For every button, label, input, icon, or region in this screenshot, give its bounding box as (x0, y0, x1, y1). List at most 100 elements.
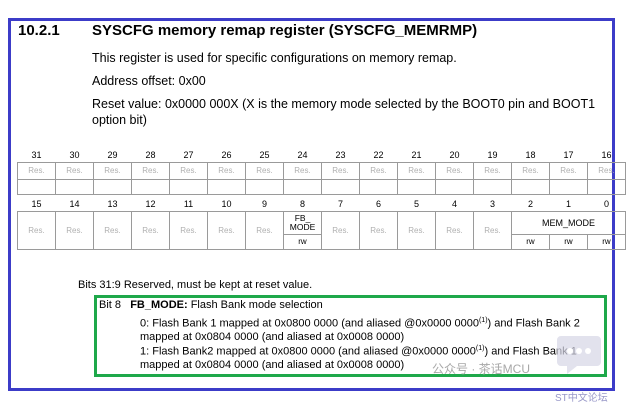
bit-number: 6 (375, 199, 381, 209)
reserved-field: Res. (473, 162, 512, 180)
reserved-field: Res. (169, 211, 208, 250)
mem-mode-field: MEM_MODE (511, 211, 626, 235)
forum-footer-mark: ST中文论坛 (555, 393, 608, 404)
bit-number: 14 (69, 199, 80, 209)
fb-mode-label-bottom: MODE (289, 222, 316, 232)
fb-mode-option-1-line1: 1: Flash Bank2 mapped at 0x0800 0000 (an… (140, 345, 577, 358)
bit-number: 28 (145, 150, 156, 160)
lower-bit-number-row: 15 14 13 12 11 10 9 8 7 6 5 4 3 2 1 0 (18, 197, 626, 212)
register-upper-table: 31 30 29 28 27 26 25 24 23 22 21 20 19 1… (17, 148, 626, 195)
access-fb-mode: rw (283, 234, 322, 250)
access-cell (587, 179, 626, 195)
upper-bit-number-row: 31 30 29 28 27 26 25 24 23 22 21 20 19 1… (18, 148, 626, 163)
bit8-label: Bit 8 (99, 299, 122, 311)
register-lower-table: 15 14 13 12 11 10 9 8 7 6 5 4 3 2 1 0 Re… (17, 197, 626, 250)
reserved-field: Res. (473, 211, 512, 250)
section-number: 10.2.1 (18, 22, 60, 39)
access-mem-mode-0: rw (587, 234, 626, 250)
reserved-field: Res. (55, 162, 94, 180)
access-cell (511, 179, 550, 195)
reserved-field: Res. (435, 162, 474, 180)
bit-number: 24 (297, 150, 308, 160)
reserved-field: Res. (511, 162, 550, 180)
reserved-field: Res. (321, 162, 360, 180)
bit8-heading: Bit 8 FB_MODE: Flash Bank mode selection (99, 299, 323, 311)
access-cell (397, 179, 436, 195)
access-cell (473, 179, 512, 195)
reserved-field: Res. (93, 162, 132, 180)
access-cell (93, 179, 132, 195)
access-cell (169, 179, 208, 195)
fb-mode-summary: Flash Bank mode selection (187, 299, 323, 311)
reserved-field: Res. (359, 211, 398, 250)
reserved-field: Res. (587, 162, 626, 180)
option-1-text-end: ) and Flash Bank 1 (484, 345, 577, 358)
fb-mode-option-1-line2: mapped at 0x0804 0000 (and aliased at 0x… (140, 359, 405, 371)
fb-mode-option-0-line1: 0: Flash Bank 1 mapped at 0x0800 0000 (a… (140, 317, 580, 330)
access-cell (245, 179, 284, 195)
reserved-field: Res. (17, 162, 56, 180)
bit-number: 29 (107, 150, 118, 160)
bit-number: 8 (299, 199, 305, 209)
reserved-field: Res. (55, 211, 94, 250)
bit-number: 27 (183, 150, 194, 160)
option-0-text: 0: Flash Bank 1 mapped at 0x0800 0000 (a… (140, 317, 479, 330)
reserved-field: Res. (245, 162, 284, 180)
reserved-field: Res. (435, 211, 474, 250)
fb-mode-name: FB_MODE: (130, 299, 188, 311)
lower-field-row: Res. Res. Res. Res. Res. Res. Res. FB_MO… (17, 211, 626, 250)
upper-access-row (17, 179, 626, 195)
reserved-field: Res. (283, 162, 322, 180)
bit-number: 18 (525, 150, 536, 160)
reserved-field: Res. (169, 162, 208, 180)
reserved-field: Res. (397, 211, 436, 250)
bit-number: 26 (221, 150, 232, 160)
watermark-text: 公众号 · 茶话MCU (432, 362, 530, 376)
bit-number: 19 (487, 150, 498, 160)
bit-number: 12 (145, 199, 156, 209)
access-mem-mode-1: rw (549, 234, 588, 250)
bit-number: 15 (31, 199, 42, 209)
bit-number: 22 (373, 150, 384, 160)
footnote-ref: (1) (478, 317, 488, 324)
upper-field-row: Res. Res. Res. Res. Res. Res. Res. Res. … (17, 162, 626, 180)
bit-number: 4 (451, 199, 457, 209)
access-mem-mode-2: rw (511, 234, 550, 250)
bit-number: 16 (601, 150, 612, 160)
reserved-field: Res. (359, 162, 398, 180)
highlight-frame-fb-mode (94, 295, 607, 377)
fb-mode-field: FB_MODE (283, 211, 322, 235)
reserved-field: Res. (131, 211, 170, 250)
bit-number: 25 (259, 150, 270, 160)
bit-number: 9 (261, 199, 267, 209)
forum-watermark-icon (557, 336, 601, 374)
bit-number: 30 (69, 150, 80, 160)
bit-number: 2 (527, 199, 533, 209)
page-title: SYSCFG memory remap register (SYSCFG_MEM… (92, 22, 478, 39)
register-description: This register is used for specific confi… (92, 51, 457, 65)
address-offset: Address offset: 0x00 (92, 74, 206, 88)
reserved-field: Res. (397, 162, 436, 180)
lower-access-row: rw rw rw rw (18, 234, 626, 250)
reserved-field: Res. (321, 211, 360, 250)
reserved-field: Res. (93, 211, 132, 250)
reserved-field: Res. (245, 211, 284, 250)
reset-value-line1: Reset value: 0x0000 000X (X is the memor… (92, 97, 596, 111)
fb-mode-label-top: FB_ (294, 213, 311, 223)
bit-number: 3 (489, 199, 495, 209)
access-cell (435, 179, 474, 195)
fb-mode-option-0-line2: mapped at 0x0804 0000 (and aliased at 0x… (140, 331, 405, 343)
reserved-field: Res. (131, 162, 170, 180)
access-cell (207, 179, 246, 195)
access-cell (321, 179, 360, 195)
bit-number: 21 (411, 150, 422, 160)
access-cell (549, 179, 588, 195)
access-cell (283, 179, 322, 195)
access-cell (131, 179, 170, 195)
reserved-field: Res. (549, 162, 588, 180)
reserved-field: Res. (207, 162, 246, 180)
bit-number: 31 (31, 150, 42, 160)
bit-number: 0 (603, 199, 609, 209)
bit-number: 20 (449, 150, 460, 160)
option-1-text: 1: Flash Bank2 mapped at 0x0800 0000 (an… (140, 345, 476, 358)
